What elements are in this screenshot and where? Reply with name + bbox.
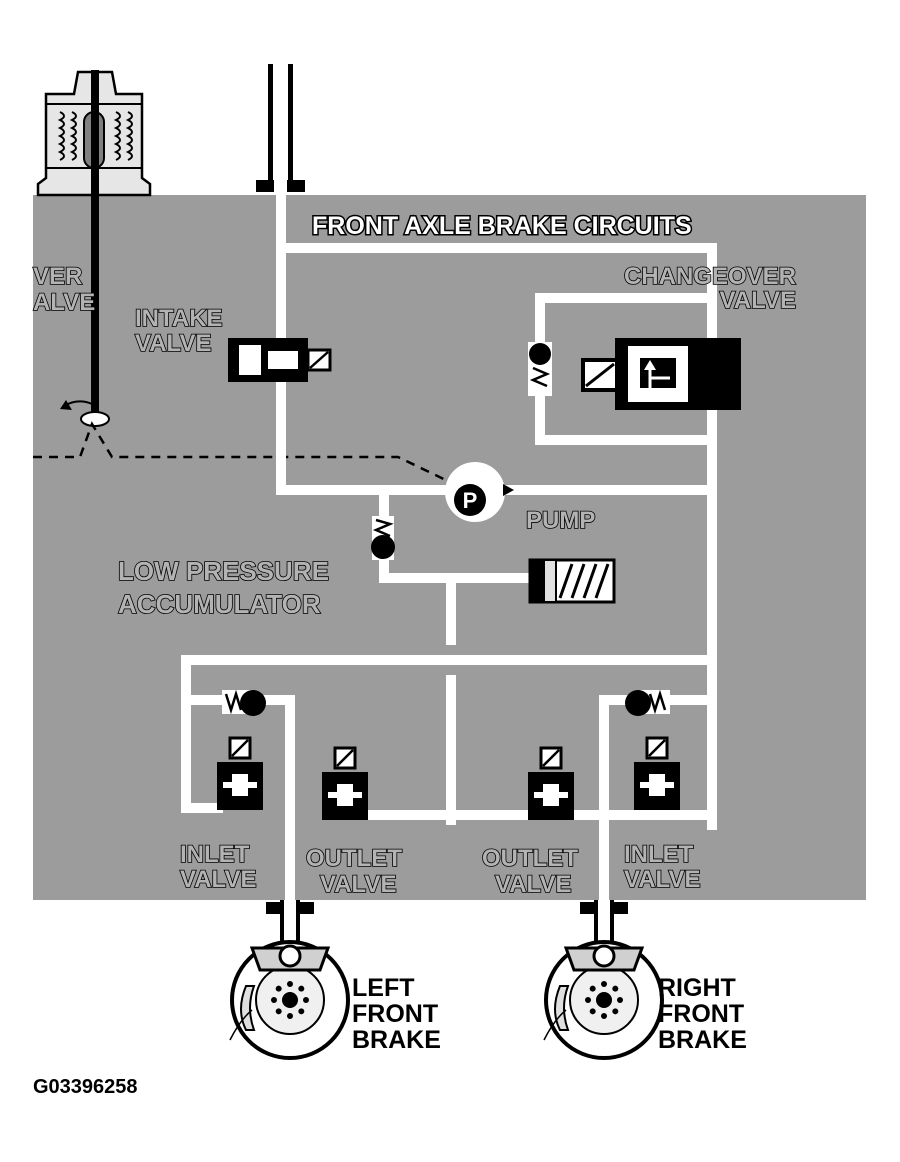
changeover-valve: [581, 338, 741, 410]
left-brake-label-line3: BRAKE: [352, 1026, 441, 1054]
right-front-brake: [543, 940, 664, 1060]
left-brake-label-line2: FRONT: [352, 1000, 438, 1028]
left-inlet-valve-label-line1: INLET: [180, 841, 250, 868]
lpa-label-line1: LOW PRESSURE: [118, 556, 329, 586]
figure-id: G03396258: [33, 1076, 138, 1098]
intake-valve-label-line2: VALVE: [135, 330, 211, 357]
right-outlet-valve-label-line2: VALVE: [495, 871, 571, 898]
pump-drive-line: [33, 421, 453, 485]
right-inlet-valve-label-line1: INLET: [624, 841, 694, 868]
right-inlet-valve-label-line2: VALVE: [624, 866, 700, 893]
front-axle-label: FRONT AXLE BRAKE CIRCUITS: [312, 212, 692, 240]
pump-label: PUMP: [526, 507, 595, 534]
pump-symbol: P: [463, 488, 478, 513]
left-outlet-valve-label-line1: OUTLET: [306, 845, 402, 872]
pump: [445, 462, 514, 522]
right-brake-label-line3: BRAKE: [658, 1026, 747, 1054]
lpa-label-line2: ACCUMULATOR: [118, 589, 321, 619]
low-pressure-accumulator: [528, 558, 616, 604]
left-inlet-valve-label-line2: VALVE: [180, 866, 256, 893]
motor-shaft: [60, 70, 110, 427]
left-inlet-check-valve: [222, 689, 266, 716]
lpa-check-valve: [371, 516, 395, 560]
right-brake-label-line2: FRONT: [658, 1000, 744, 1028]
right-inlet-valve: [634, 736, 680, 810]
left-outlet-valve: [322, 746, 368, 820]
right-outlet-valve: [528, 746, 574, 820]
left-valve-label-line1: VER: [33, 263, 82, 290]
right-inlet-check-valve: [625, 689, 670, 716]
left-front-brake: [229, 940, 350, 1060]
solenoid-valves: [217, 736, 680, 820]
left-inlet-valve: [217, 736, 263, 810]
left-outlet-valve-label-line2: VALVE: [320, 871, 396, 898]
right-brake-label-line1: RIGHT: [658, 974, 736, 1002]
intake-valve-label-line1: INTAKE: [135, 305, 223, 332]
master-cylinder-pipe: [256, 64, 305, 192]
brakes: [229, 940, 664, 1060]
left-brake-label-line1: LEFT: [352, 974, 415, 1002]
intake-valve: [228, 338, 332, 382]
right-outlet-valve-label-line1: OUTLET: [482, 845, 578, 872]
changeover-valve-label-line1: CHANGEOVER: [624, 263, 796, 290]
changeover-valve-label-line2: VALVE: [720, 287, 796, 314]
changeover-check-valve: [528, 342, 552, 396]
left-valve-label-line2: ALVE: [33, 289, 95, 316]
